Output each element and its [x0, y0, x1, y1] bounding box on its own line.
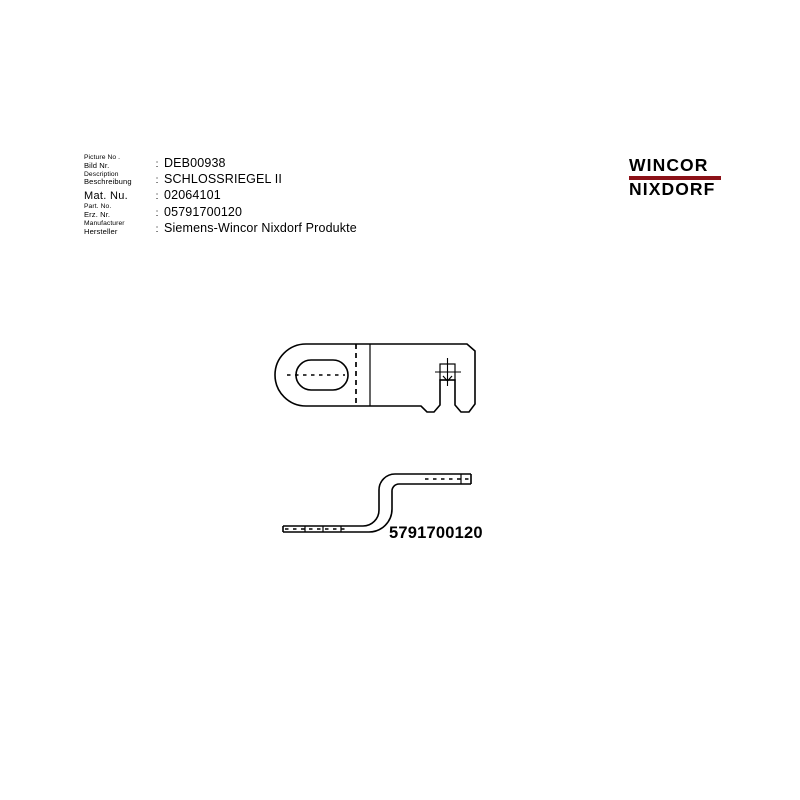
spec-value-material-number: 02064101 [164, 188, 221, 203]
logo-red-bar [629, 175, 721, 180]
logo-text-nixdorf: NIXDORF [629, 178, 716, 199]
spec-label-group: Description Beschreibung [84, 170, 150, 187]
obround-slot-hole [295, 359, 349, 391]
spec-separator: : [155, 158, 159, 170]
spec-label-en: Manufacturer [84, 219, 125, 227]
spec-label-en: Part. No. [84, 203, 112, 211]
spec-value-description: SCHLOSSRIEGEL II [164, 172, 282, 187]
spec-label-group: Picture No . Bild Nr. [84, 154, 150, 170]
spec-label-de: Hersteller [84, 226, 118, 236]
spec-label-de: Bild Nr. [84, 160, 110, 170]
wincor-nixdorf-logo: WINCOR NIXDORF [629, 155, 721, 199]
spec-label-de: Beschreibung [84, 177, 132, 187]
side-view-drawing [275, 462, 495, 547]
bracket-upper-edge [283, 473, 471, 527]
spec-value-picture-no: DEB00938 [164, 155, 226, 170]
spec-table: Picture No . Bild Nr. : DEB00938 Descrip… [84, 154, 504, 237]
top-view-svg [274, 343, 476, 413]
spec-label-en: Description [84, 170, 119, 178]
logo-text-wincor: WINCOR [629, 155, 709, 175]
spec-value-manufacturer: Siemens-Wincor Nixdorf Produkte [164, 221, 357, 236]
spec-row-picture-no: Picture No . Bild Nr. : DEB00938 [84, 154, 504, 170]
spec-label-group: Part. No. Erz. Nr. [84, 203, 150, 219]
spec-label-group: Mat. Nu. [84, 189, 150, 202]
plate-outline [274, 343, 476, 413]
bracket-lower-edge [283, 483, 471, 533]
spec-row-manufacturer: Manufacturer Hersteller : Siemens-Wincor… [84, 219, 504, 236]
stamped-part-number: 5791700120 [389, 524, 483, 542]
top-view-drawing [274, 336, 495, 426]
spec-separator: : [155, 175, 159, 187]
spec-row-description: Description Beschreibung : SCHLOSSRIEGEL… [84, 170, 504, 187]
side-view-svg [282, 473, 472, 533]
spec-label-de: Erz. Nr. [84, 209, 111, 219]
spec-separator: : [155, 224, 159, 236]
spec-label-en: Picture No . [84, 154, 121, 161]
spec-row-material-number: Mat. Nu. : 02064101 [84, 188, 504, 202]
spec-value-part-no: 05791700120 [164, 204, 243, 219]
spec-label-group: Manufacturer Hersteller [84, 219, 150, 236]
tab-arrow-mark [442, 375, 453, 382]
spec-label-de: Mat. Nu. [84, 189, 128, 202]
spec-separator: : [155, 207, 159, 219]
spec-row-part-no: Part. No. Erz. Nr. : 05791700120 [84, 203, 504, 219]
spec-separator: : [155, 191, 159, 203]
